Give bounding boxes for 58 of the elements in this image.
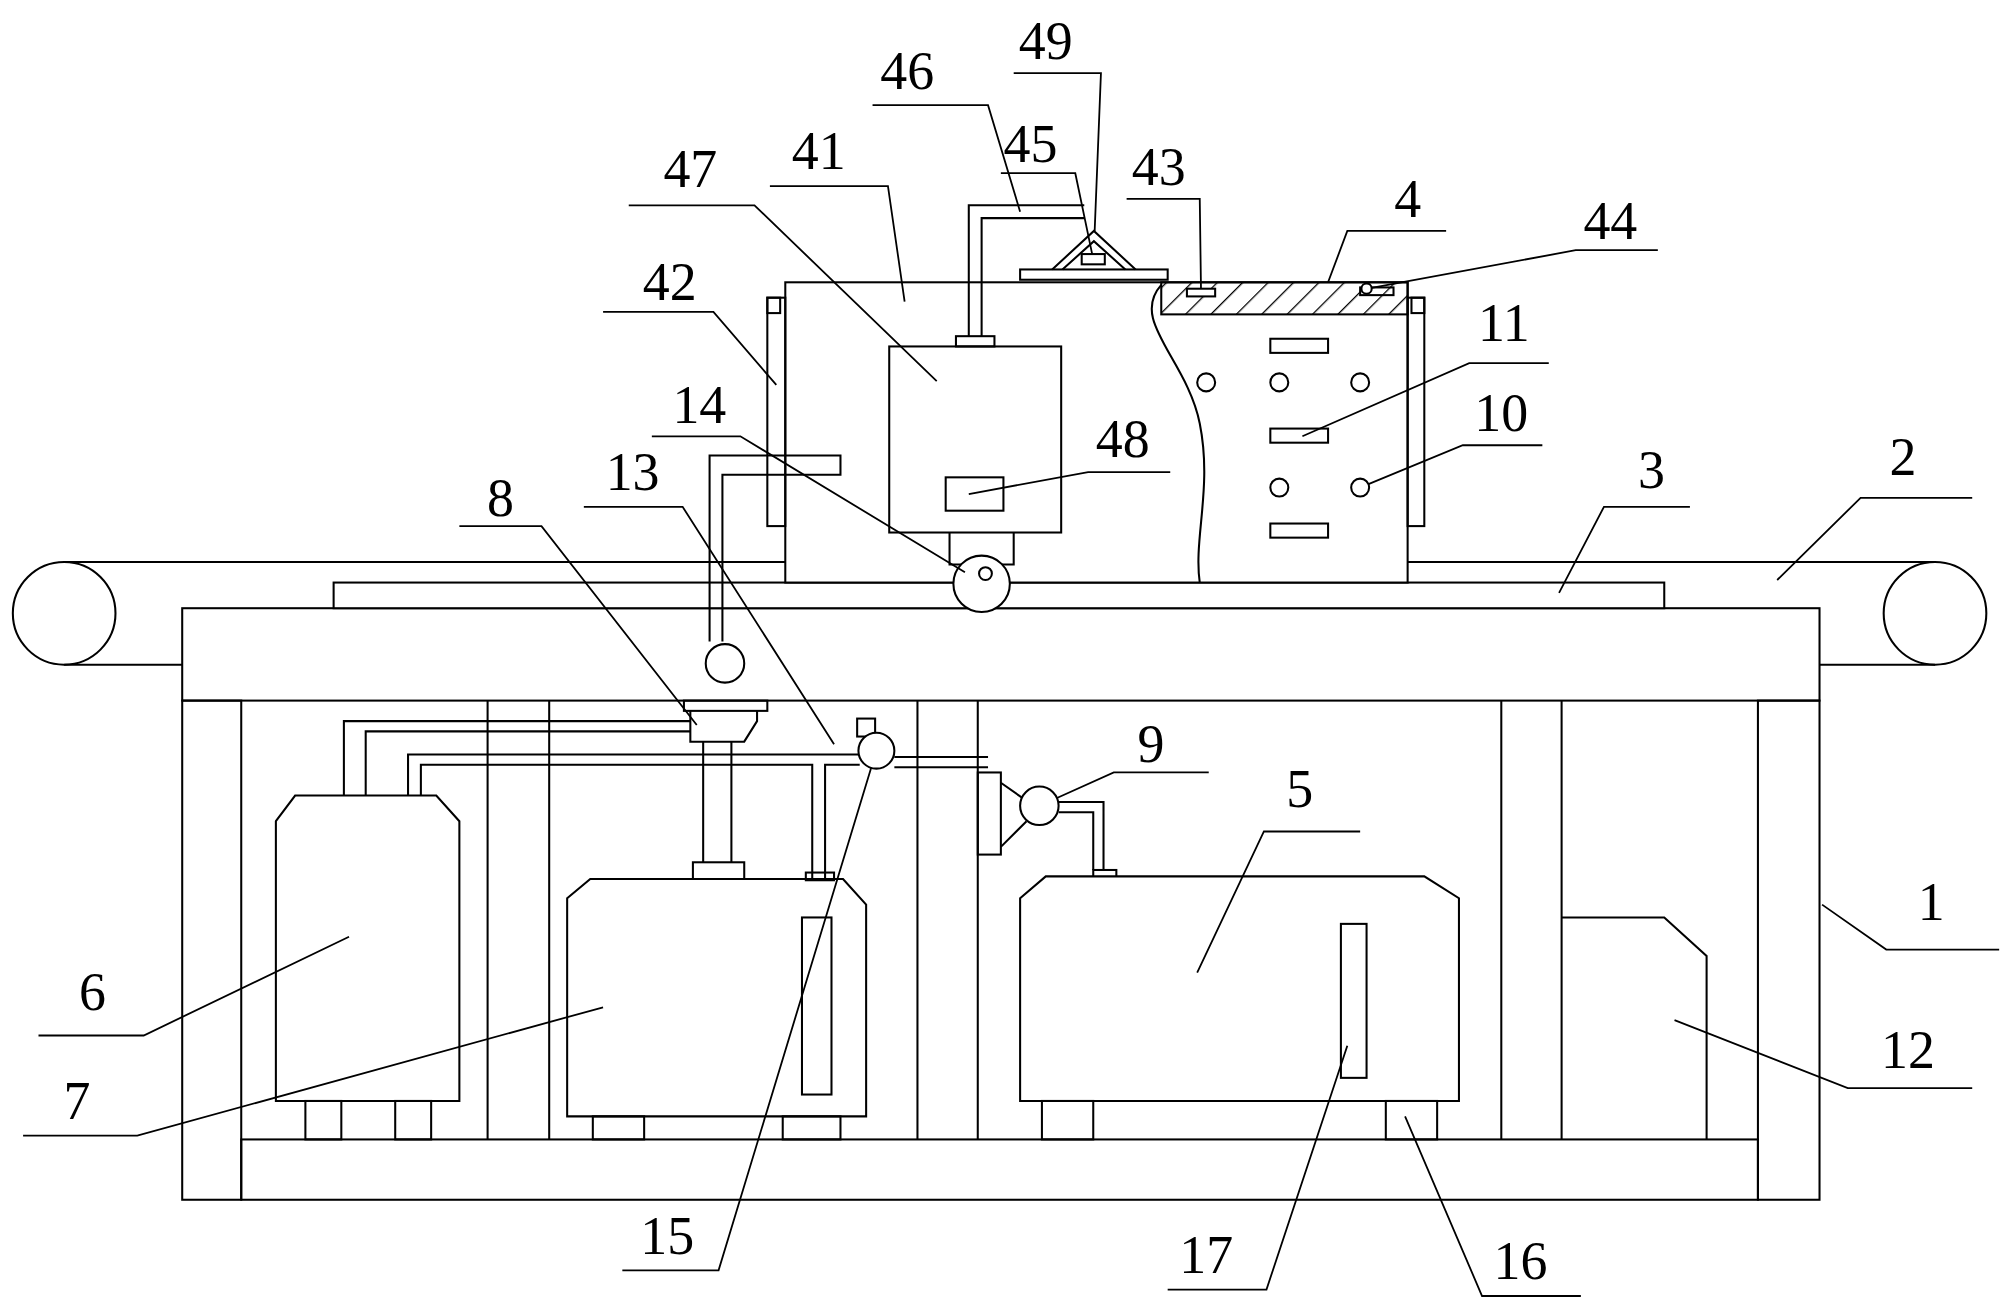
leader-line bbox=[1196, 830, 1362, 974]
leader-line bbox=[22, 1006, 604, 1137]
callout-number: 5 bbox=[1286, 762, 1314, 817]
leader-line bbox=[1125, 198, 1202, 290]
leader-line bbox=[627, 204, 938, 382]
callout-number: 13 bbox=[605, 445, 660, 500]
callout-number: 1 bbox=[1917, 875, 1945, 929]
callout-number: 16 bbox=[1493, 1234, 1548, 1289]
leader-line bbox=[1821, 903, 2001, 951]
leader-line bbox=[1166, 1044, 1349, 1291]
callout-number: 48 bbox=[1095, 411, 1150, 466]
leader-line bbox=[967, 471, 1172, 495]
leader-line bbox=[1776, 496, 1974, 581]
lamp-cover bbox=[1051, 229, 1137, 271]
callout-number: 7 bbox=[63, 1074, 91, 1128]
callout-number: 47 bbox=[663, 142, 718, 197]
callout-number: 3 bbox=[1637, 442, 1665, 497]
leader-line bbox=[458, 525, 698, 726]
leader-line bbox=[1404, 1115, 1582, 1297]
callout-number: 9 bbox=[1137, 717, 1165, 772]
leader-line bbox=[37, 935, 350, 1037]
callout-number: 49 bbox=[1018, 14, 1073, 68]
callout-number: 46 bbox=[880, 43, 935, 98]
callout-number: 6 bbox=[78, 964, 106, 1019]
leader-line bbox=[602, 310, 778, 386]
pump-symbol bbox=[1019, 785, 1060, 827]
leader-line bbox=[1558, 505, 1691, 594]
callout-number: 15 bbox=[640, 1208, 695, 1263]
leader-line bbox=[582, 505, 835, 746]
bolt-hole bbox=[1350, 477, 1371, 498]
callout-number: 41 bbox=[791, 124, 846, 179]
callout-number: 43 bbox=[1131, 139, 1186, 194]
pump-symbol bbox=[857, 731, 896, 770]
callout-number: 11 bbox=[1477, 296, 1530, 351]
leader-line bbox=[769, 185, 906, 303]
pin-icon bbox=[1360, 282, 1373, 295]
leader-line bbox=[1301, 362, 1550, 438]
callout-number: 8 bbox=[486, 470, 514, 525]
callout-number: 17 bbox=[1179, 1228, 1234, 1282]
callout-number: 44 bbox=[1583, 193, 1638, 248]
leader-line bbox=[1056, 771, 1210, 799]
callout-number: 45 bbox=[1003, 116, 1058, 171]
leader-line bbox=[1327, 230, 1447, 284]
leader-line bbox=[1012, 72, 1102, 232]
leader-line bbox=[1370, 249, 1659, 289]
callout-number: 4 bbox=[1394, 171, 1422, 226]
leader-line bbox=[1673, 1019, 1974, 1089]
callout-number: 42 bbox=[642, 255, 697, 310]
callout-number: 2 bbox=[1889, 429, 1917, 484]
leader-line bbox=[650, 435, 966, 574]
sensor-block bbox=[1185, 287, 1217, 298]
leader-line bbox=[1367, 444, 1544, 486]
callout-number: 12 bbox=[1881, 1022, 1935, 1077]
leader-line bbox=[621, 766, 873, 1272]
leader-line bbox=[871, 104, 1021, 213]
leader-line bbox=[999, 172, 1094, 255]
callout-number: 10 bbox=[1474, 386, 1529, 441]
callout-number: 14 bbox=[672, 378, 727, 433]
